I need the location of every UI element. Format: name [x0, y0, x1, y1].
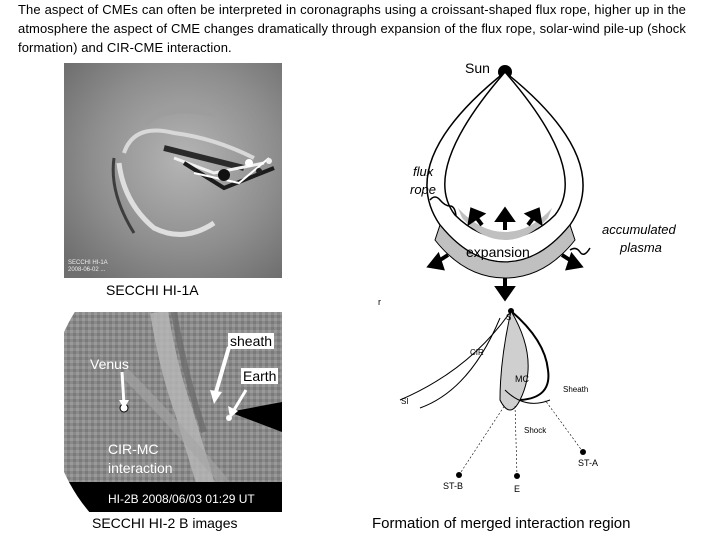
st-b-label: ST-B: [443, 481, 464, 491]
sheath-label: Sheath: [563, 385, 589, 394]
expansion-label: expansion: [466, 244, 530, 260]
flux-rope-inner: [444, 70, 566, 239]
sun-label: Sun: [465, 60, 490, 76]
shock-label: Shock: [524, 426, 547, 435]
hi2b-cir-mc-label-2: interaction: [108, 460, 173, 476]
accumulated-label: accumulated: [602, 222, 676, 237]
hi1a-image: SECCHI HI-1A 2008-06-02 ...: [64, 63, 282, 278]
hi1a-caption: SECCHI HI-1A: [106, 282, 199, 298]
flux-label: flux: [413, 164, 434, 179]
rope-label: rope: [410, 182, 437, 197]
st-a-label: ST-A: [578, 458, 599, 468]
hi1a-image-svg: [64, 63, 282, 278]
hi1a-corner-label: SECCHI HI-1A: [68, 260, 108, 266]
mc-label: MC: [515, 374, 529, 384]
hi2b-venus-label: Venus: [90, 356, 129, 372]
s-label: S: [506, 313, 512, 322]
hi2b-timestamp: HI-2B 2008/06/03 01:29 UT: [108, 492, 255, 506]
st-b-point-icon: [456, 472, 462, 478]
flux-rope-outer: [426, 71, 584, 263]
hi2b-earth-label: Earth: [241, 368, 279, 384]
intro-paragraph: The aspect of CMEs can often be interpre…: [18, 2, 686, 55]
earth-point-icon: [514, 473, 520, 479]
cir-label: CIR: [470, 348, 484, 357]
hi1a-corner-date: 2008-06-02 ...: [68, 267, 106, 273]
plasma-label: plasma: [620, 240, 662, 255]
si-label: SI: [401, 397, 409, 406]
st-a-point-icon: [580, 449, 586, 455]
interaction-caption: Formation of merged interaction region: [372, 515, 631, 532]
r-label: r: [378, 297, 381, 307]
sun-icon: [498, 65, 512, 79]
hi2b-caption: SECCHI HI-2 B images: [92, 515, 238, 531]
hi2b-cir-mc-label-1: CIR-MC: [108, 441, 159, 457]
hi2b-sheath-label: sheath: [228, 333, 275, 349]
e-label: E: [514, 484, 521, 494]
